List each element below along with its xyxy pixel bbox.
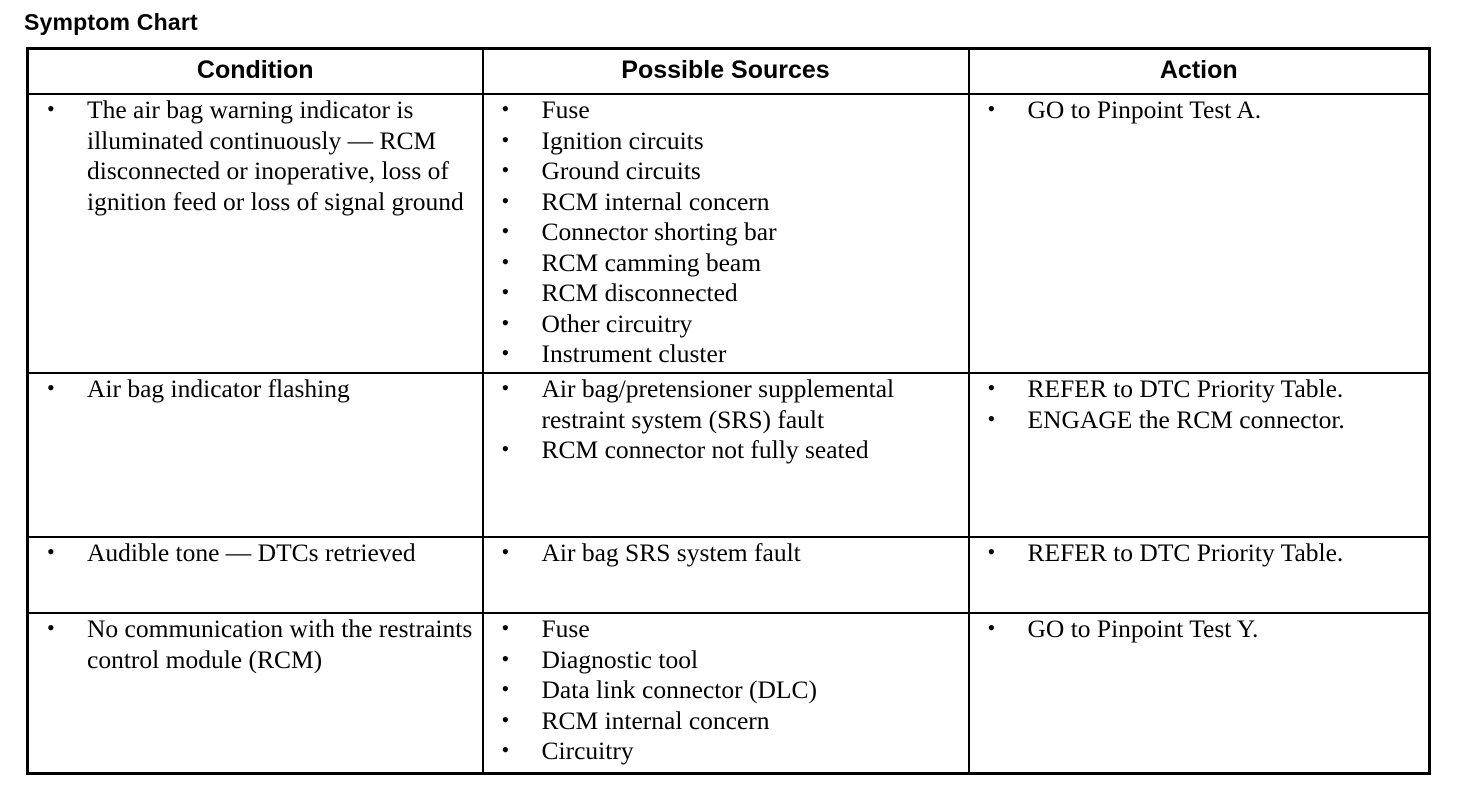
bullet-item: Instrument cluster	[484, 338, 968, 370]
bullet-item: Ignition circuits	[484, 125, 968, 157]
table-row: No communication with the restraints con…	[26, 612, 1431, 775]
bullet-item: Ground circuits	[484, 155, 968, 187]
table-row: The air bag warning indicator is illumin…	[26, 93, 1431, 374]
bullet-item: Fuse	[484, 613, 968, 645]
bullet-list: No communication with the restraints con…	[29, 613, 482, 675]
bullet-list: Air bag indicator flashing	[29, 373, 482, 405]
bullet-item: No communication with the restraints con…	[29, 613, 482, 675]
bullet-item: Diagnostic tool	[484, 644, 968, 676]
bullet-item: GO to Pinpoint Test Y.	[970, 613, 1429, 645]
bullet-item: Fuse	[484, 94, 968, 126]
cell-action: REFER to DTC Priority Table.	[967, 536, 1431, 614]
bullet-item: REFER to DTC Priority Table.	[970, 537, 1429, 569]
column-header-possible-sources: Possible Sources	[481, 47, 970, 95]
cell-sources: Air bag SRS system fault	[481, 536, 970, 614]
cell-condition: The air bag warning indicator is illumin…	[26, 93, 484, 374]
bullet-list: GO to Pinpoint Test A.	[970, 94, 1429, 126]
cell-action: REFER to DTC Priority Table.ENGAGE the R…	[967, 372, 1431, 538]
bullet-item: Other circuitry	[484, 308, 968, 340]
bullet-list: FuseIgnition circuitsGround circuitsRCM …	[484, 94, 968, 370]
bullet-list: The air bag warning indicator is illumin…	[29, 94, 482, 217]
table-row: Air bag indicator flashingAir bag/preten…	[26, 372, 1431, 538]
bullet-item: Air bag SRS system fault	[484, 537, 968, 569]
cell-action: GO to Pinpoint Test Y.	[967, 612, 1431, 775]
column-header-condition: Condition	[26, 47, 484, 95]
column-header-action: Action	[967, 47, 1431, 95]
bullet-item: RCM connector not fully seated	[484, 434, 968, 466]
bullet-item: RCM internal concern	[484, 705, 968, 737]
bullet-item: RCM disconnected	[484, 277, 968, 309]
bullet-list: Air bag/pretensioner supplemental restra…	[484, 373, 968, 466]
bullet-list: Audible tone — DTCs retrieved	[29, 537, 482, 569]
cell-sources: Air bag/pretensioner supplemental restra…	[481, 372, 970, 538]
cell-action: GO to Pinpoint Test A.	[967, 93, 1431, 374]
bullet-item: Audible tone — DTCs retrieved	[29, 537, 482, 569]
bullet-list: REFER to DTC Priority Table.	[970, 537, 1429, 569]
bullet-list: GO to Pinpoint Test Y.	[970, 613, 1429, 645]
cell-condition: Audible tone — DTCs retrieved	[26, 536, 484, 614]
symptom-chart-table: Condition Possible Sources Action The ai…	[26, 47, 1431, 775]
table-header: Condition Possible Sources Action	[26, 47, 1431, 95]
cell-condition: Air bag indicator flashing	[26, 372, 484, 538]
table-row: Audible tone — DTCs retrievedAir bag SRS…	[26, 536, 1431, 614]
bullet-list: Air bag SRS system fault	[484, 537, 968, 569]
bullet-item: Connector shorting bar	[484, 216, 968, 248]
bullet-item: Air bag/pretensioner supplemental restra…	[484, 373, 968, 435]
table-body: The air bag warning indicator is illumin…	[26, 93, 1431, 775]
bullet-item: RCM internal concern	[484, 186, 968, 218]
bullet-item: ENGAGE the RCM connector.	[970, 404, 1429, 436]
bullet-item: Air bag indicator flashing	[29, 373, 482, 405]
bullet-list: REFER to DTC Priority Table.ENGAGE the R…	[970, 373, 1429, 436]
bullet-item: Data link connector (DLC)	[484, 674, 968, 706]
page-title: Symptom Chart	[24, 9, 198, 35]
cell-condition: No communication with the restraints con…	[26, 612, 484, 775]
bullet-item: Circuitry	[484, 735, 968, 767]
bullet-item: The air bag warning indicator is illumin…	[29, 94, 482, 217]
table-header-row: Condition Possible Sources Action	[26, 47, 1431, 95]
bullet-list: FuseDiagnostic toolData link connector (…	[484, 613, 968, 767]
bullet-item: RCM camming beam	[484, 247, 968, 279]
cell-sources: FuseIgnition circuitsGround circuitsRCM …	[481, 93, 970, 374]
bullet-item: REFER to DTC Priority Table.	[970, 373, 1429, 405]
cell-sources: FuseDiagnostic toolData link connector (…	[481, 612, 970, 775]
bullet-item: GO to Pinpoint Test A.	[970, 94, 1429, 126]
